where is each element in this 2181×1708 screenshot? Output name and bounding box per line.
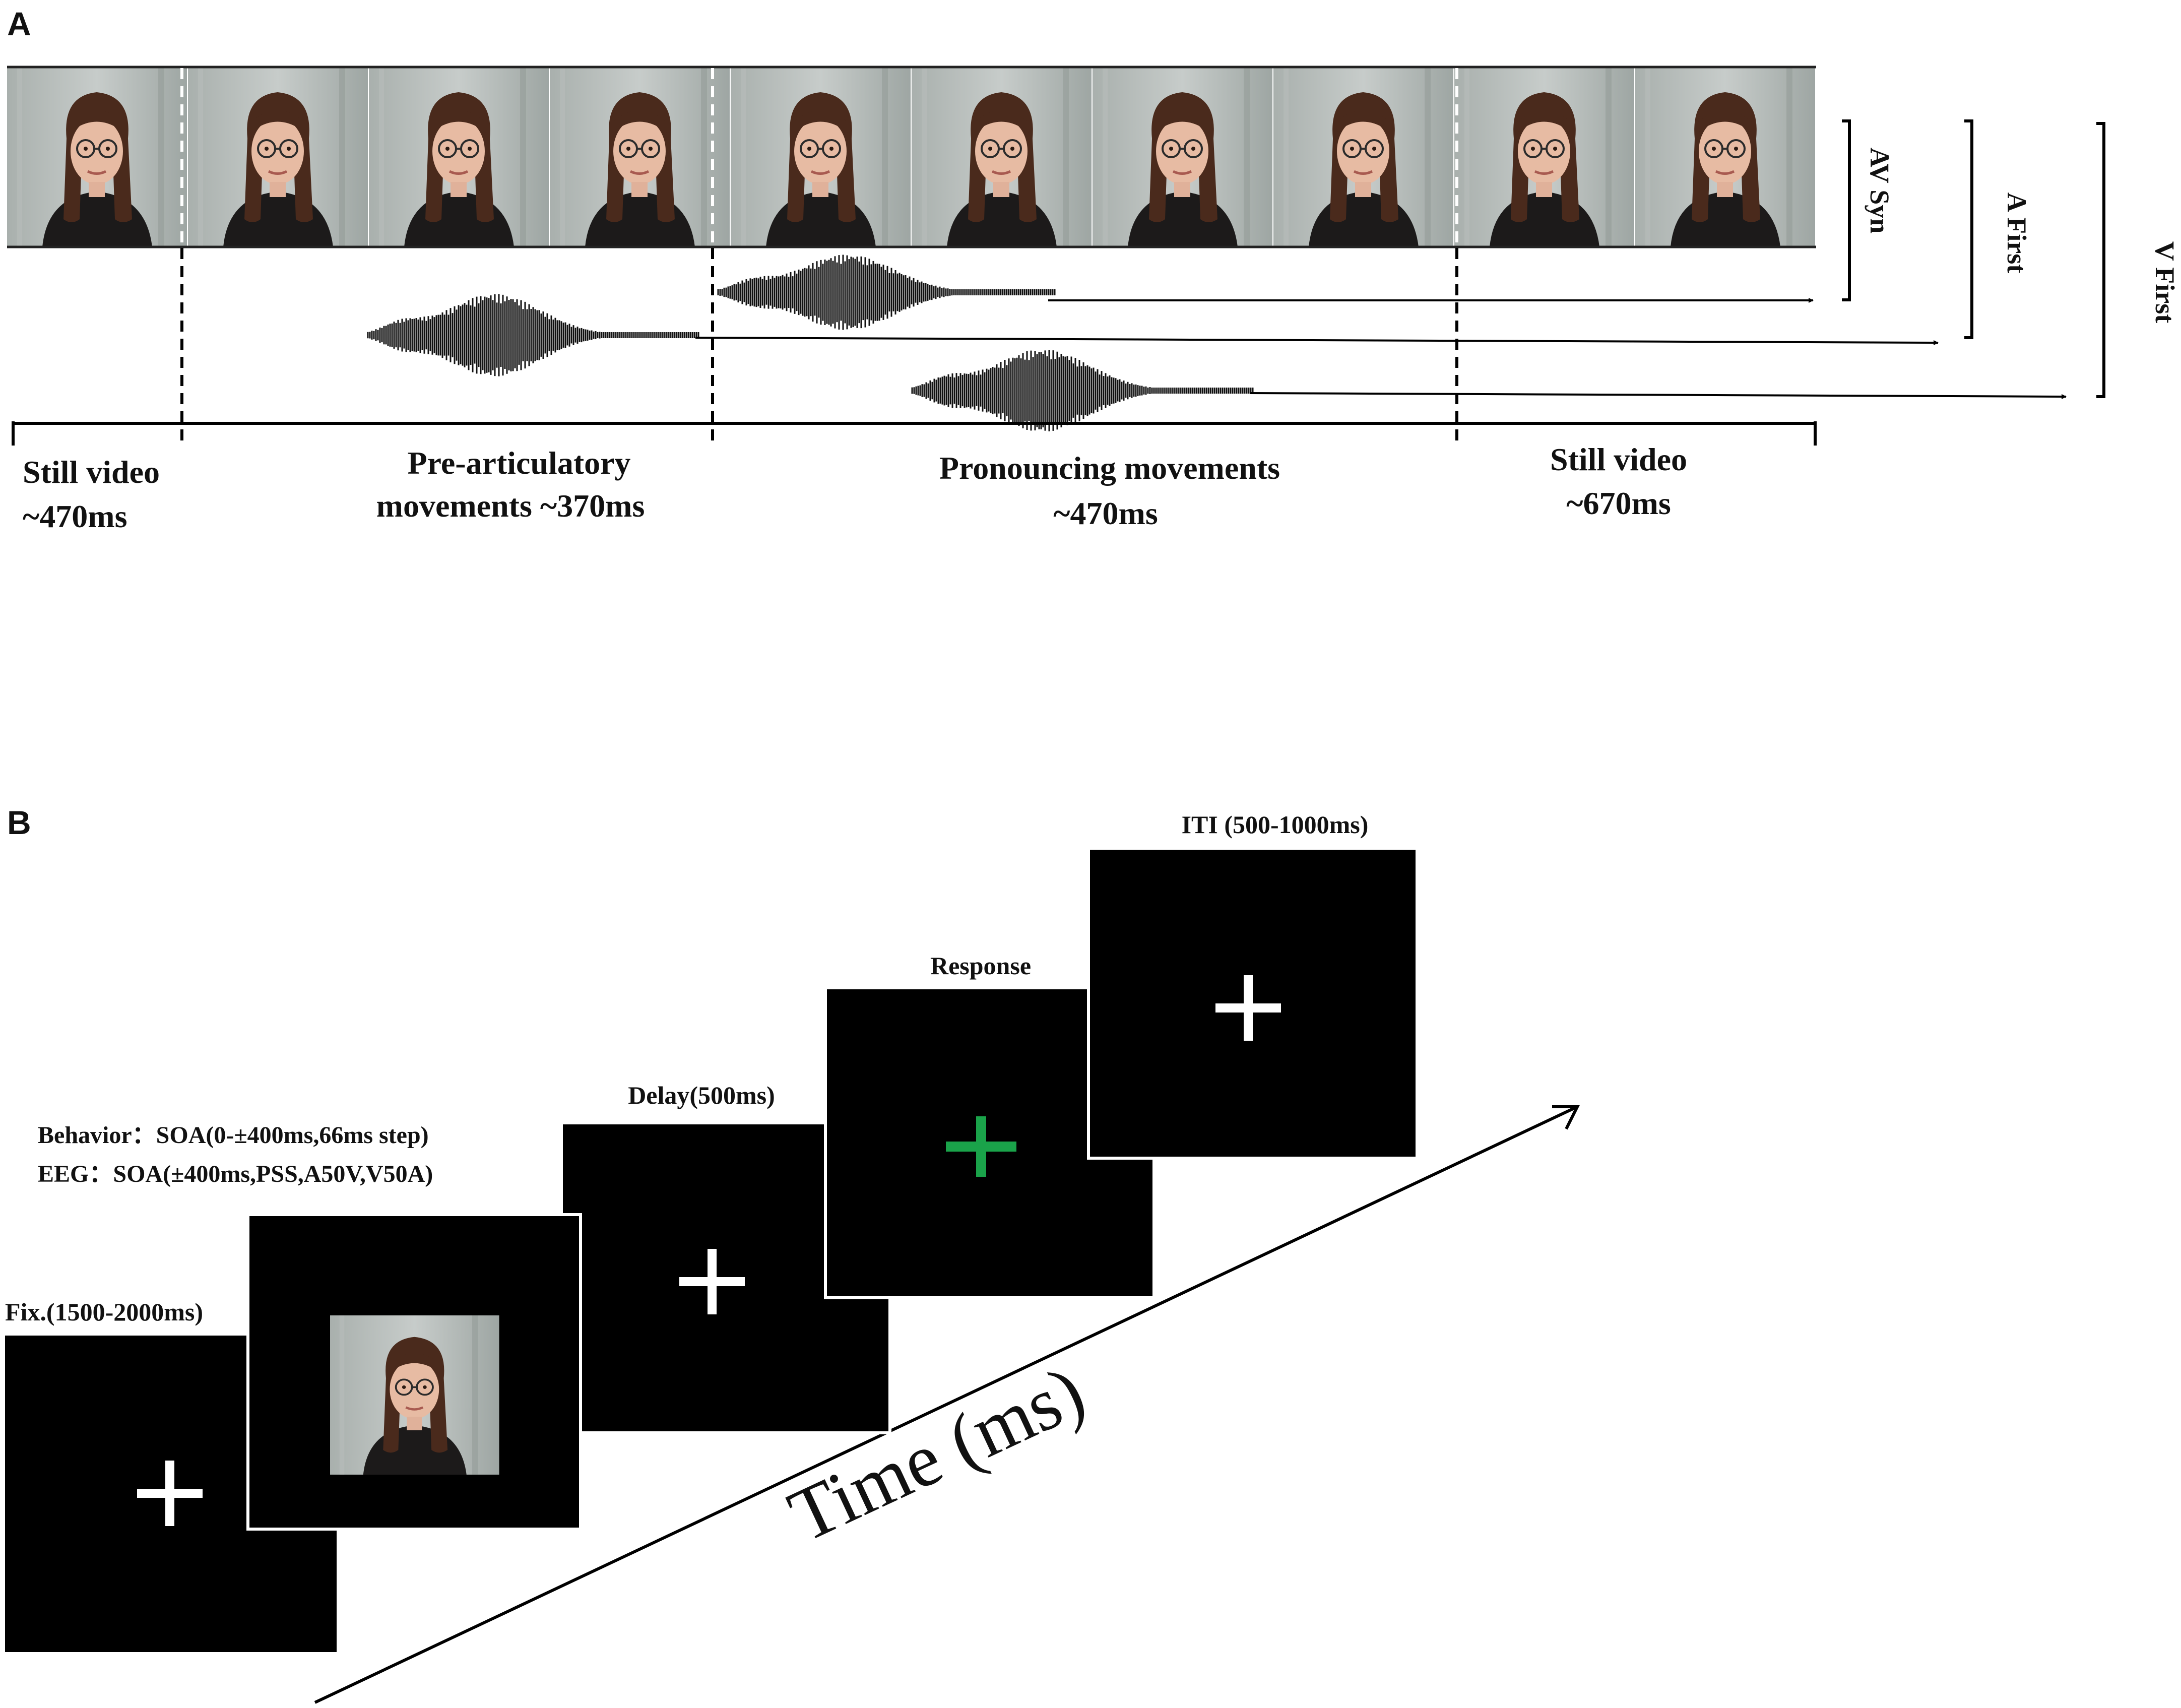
video-frame: [369, 68, 549, 247]
phase-3-title: Pronouncing movements: [939, 450, 1280, 486]
video-frame: [912, 68, 1092, 247]
video-frame-strip: [7, 68, 1815, 247]
a-first-label: A First: [2002, 193, 2032, 273]
v-first-arrow: [1249, 392, 2067, 399]
phase-boundaries: [180, 68, 1458, 442]
condition-brackets: [1842, 119, 2105, 398]
a-first-arrow: [695, 337, 1939, 345]
phase-4-title: Still video: [1550, 441, 1687, 477]
video-frame: [550, 68, 730, 247]
video-frame: [731, 68, 911, 247]
audio-waveform: [367, 294, 699, 376]
phase-2-title: Pre-articulatory: [407, 445, 630, 481]
video-frame: [1454, 68, 1634, 247]
phase-1-title: Still video: [23, 454, 160, 490]
time-axis-arrowhead: [1552, 1105, 1580, 1130]
v-first-label: V First: [2150, 241, 2180, 323]
video-frame: [1635, 68, 1815, 247]
audio-waveform: [717, 255, 1056, 330]
video-frame: [7, 68, 187, 247]
phase-timeline: [12, 421, 1817, 446]
iti-screen-topmost: [1087, 847, 1419, 1160]
iti-label: ITI (500-1000ms): [1182, 810, 1369, 839]
video-frame: [1093, 68, 1272, 247]
video-frame: [188, 68, 368, 247]
phase-1-duration: ~470ms: [23, 498, 127, 534]
stimulus-eeg-label: EEG：SOA(±400ms,PSS,A50V,V50A): [38, 1161, 433, 1187]
response-label: Response: [930, 952, 1031, 980]
fixation-label: Fix.(1500-2000ms): [5, 1298, 203, 1326]
phase-3-duration: ~470ms: [1053, 495, 1158, 531]
audio-waveforms: [367, 255, 1254, 431]
phase-2-duration: movements ~370ms: [376, 488, 645, 524]
video-frame: [1273, 68, 1453, 247]
time-axis-line: [314, 1105, 1578, 1704]
panel-label-b: B: [7, 804, 31, 841]
phase-4-duration: ~670ms: [1566, 485, 1671, 521]
stimulus-screen-front: [246, 1213, 582, 1531]
audio-waveform: [911, 350, 1254, 431]
delay-label: Delay(500ms): [628, 1081, 775, 1109]
panel-label-a: A: [7, 5, 31, 42]
stimulus-behavior-label: Behavior：SOA(0-±400ms,66ms step): [38, 1122, 429, 1149]
av-syn-label: AV Syn: [1865, 148, 1895, 234]
